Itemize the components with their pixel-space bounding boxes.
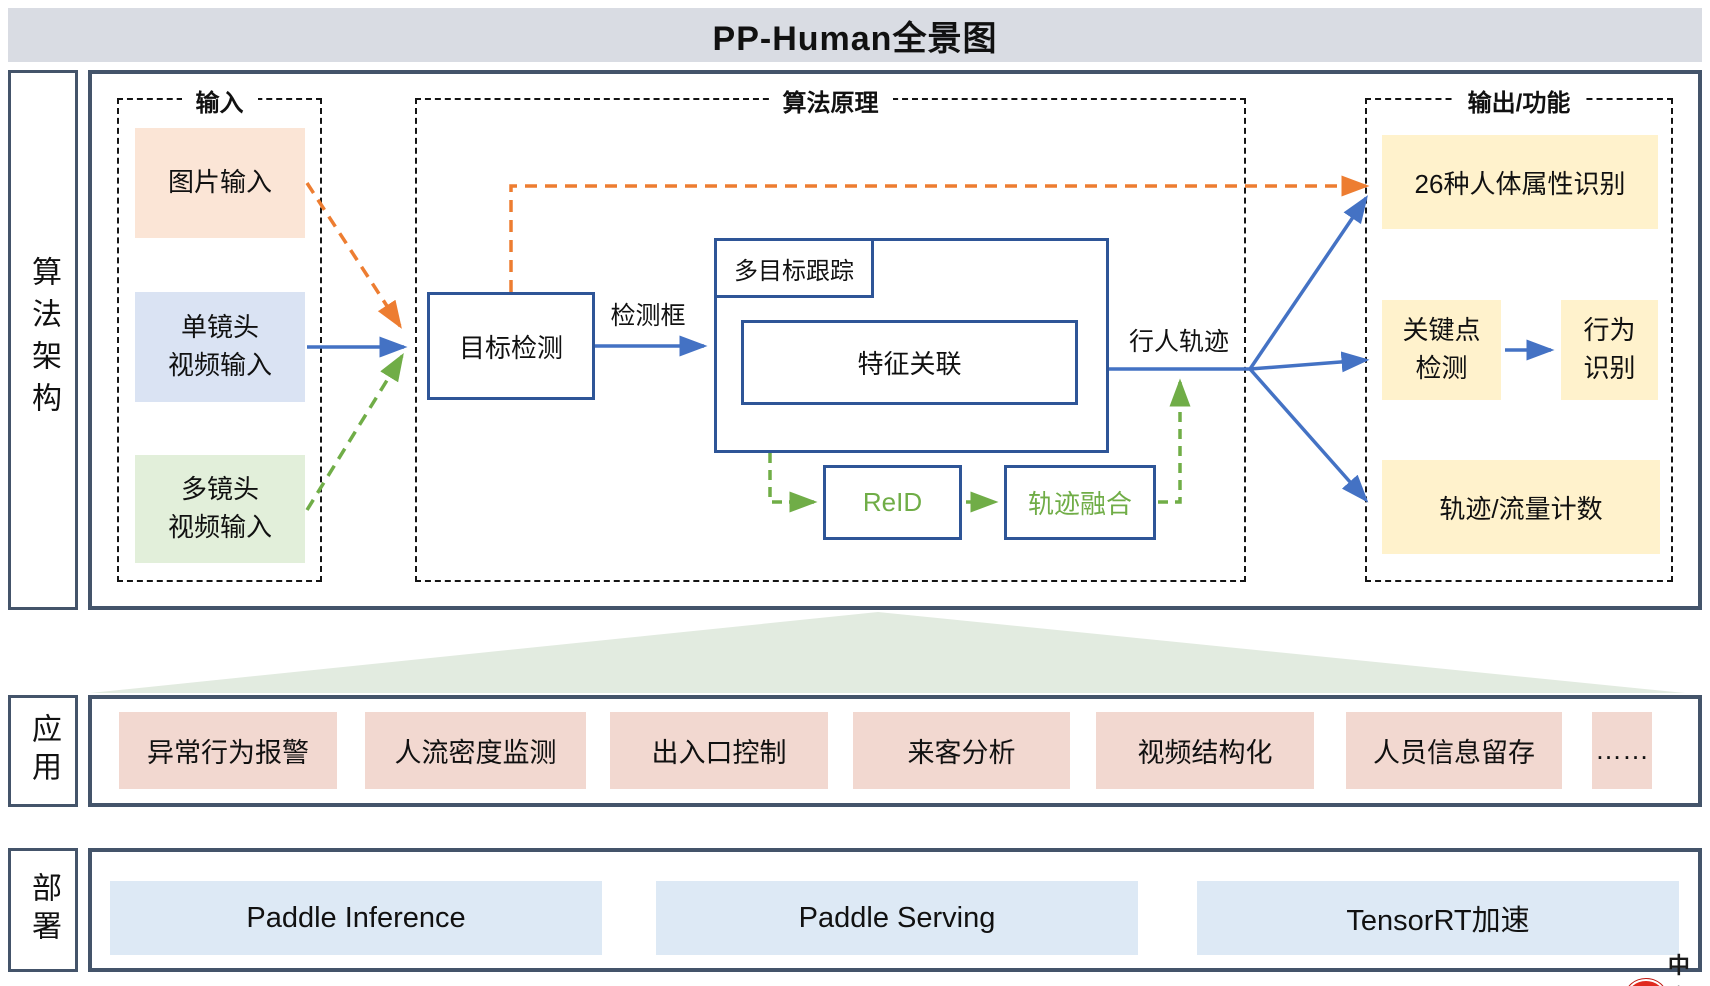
- applications-label-box: 应用: [8, 695, 78, 807]
- input-group: 输入: [117, 83, 322, 582]
- deploy-tensorrt: TensorRT加速: [1197, 881, 1679, 955]
- deploy-paddle-serving: Paddle Serving: [656, 881, 1138, 955]
- title-banner: PP-Human全景图: [8, 8, 1702, 62]
- watermark: php 中文网: [1626, 948, 1710, 986]
- input-group-title: 输入: [181, 83, 258, 118]
- track-fusion-label: 轨迹融合: [1027, 489, 1132, 519]
- detection-box-arrow-label: 检测框: [596, 296, 700, 332]
- mot-title: 多目标跟踪: [734, 257, 854, 285]
- deploy-label: Paddle Inference: [246, 901, 466, 934]
- app-label: 来客分析: [907, 738, 1016, 768]
- output-attributes-box: 26种人体属性识别: [1382, 135, 1658, 229]
- app-entrance-control: 出入口控制: [610, 712, 828, 789]
- track-output-text: 行人轨迹: [1128, 328, 1229, 356]
- page-title: PP-Human全景图: [712, 19, 998, 58]
- output-action-box: 行为 识别: [1561, 300, 1658, 400]
- input-multi-camera-box: 多镜头 视频输入: [135, 455, 305, 563]
- deploy-paddle-inference: Paddle Inference: [110, 881, 602, 955]
- watermark-text: 中文网: [1667, 953, 1690, 986]
- input-multi-camera-label: 多镜头 视频输入: [167, 474, 272, 542]
- output-keypoint-box: 关键点 检测: [1382, 300, 1501, 400]
- php-logo-icon: php: [1626, 979, 1666, 986]
- app-label: 出入口控制: [651, 738, 787, 768]
- app-label: ……: [1595, 735, 1649, 765]
- track-fusion-node: 轨迹融合: [1004, 465, 1156, 540]
- detection-output-text: 检测框: [610, 302, 686, 330]
- architecture-label: 算法架构: [27, 256, 60, 424]
- funnel-triangle: [90, 612, 1685, 693]
- pipeline-group: 算法原理: [415, 83, 1246, 582]
- architecture-label-box: 算法架构: [8, 70, 78, 610]
- app-crowd-density: 人流密度监测: [365, 712, 586, 789]
- output-group-title: 输出/功能: [1453, 83, 1585, 118]
- deploy-label: Paddle Serving: [798, 901, 996, 934]
- input-single-camera-label: 单镜头 视频输入: [167, 312, 272, 380]
- app-person-info-storage: 人员信息留存: [1346, 712, 1562, 789]
- output-attributes-label: 26种人体属性识别: [1414, 168, 1626, 199]
- app-label: 人员信息留存: [1373, 738, 1535, 768]
- app-visitor-analysis: 来客分析: [853, 712, 1070, 789]
- detection-node: 目标检测: [427, 292, 595, 400]
- output-keypoint-label: 关键点 检测: [1402, 315, 1481, 383]
- app-more: ……: [1592, 712, 1652, 789]
- deployment-label-box: 部署: [8, 848, 78, 972]
- detection-label: 目标检测: [458, 332, 563, 363]
- reid-label: ReID: [862, 487, 923, 517]
- mot-node: 多目标跟踪 特征关联: [714, 238, 1109, 453]
- output-counting-label: 轨迹/流量计数: [1439, 493, 1603, 524]
- output-counting-box: 轨迹/流量计数: [1382, 460, 1660, 554]
- app-label: 异常行为报警: [147, 738, 309, 768]
- input-image-box: 图片输入: [135, 128, 305, 238]
- deploy-label: TensorRT加速: [1346, 905, 1530, 937]
- pipeline-group-title: 算法原理: [768, 83, 893, 118]
- app-label: 人流密度监测: [394, 738, 557, 768]
- output-action-label: 行为 识别: [1583, 315, 1636, 383]
- deployment-label: 部署: [27, 872, 60, 948]
- mot-title-box: 多目标跟踪: [714, 238, 874, 298]
- app-label: 视频结构化: [1137, 738, 1273, 768]
- app-video-structuring: 视频结构化: [1096, 712, 1314, 789]
- reid-node: ReID: [823, 465, 962, 540]
- feature-assoc-node: 特征关联: [741, 320, 1078, 405]
- applications-label: 应用: [27, 713, 60, 789]
- input-image-label: 图片输入: [167, 167, 272, 198]
- app-abnormal-behavior: 异常行为报警: [119, 712, 337, 789]
- track-arrow-label: 行人轨迹: [1123, 322, 1235, 358]
- input-single-camera-box: 单镜头 视频输入: [135, 292, 305, 402]
- feature-assoc-label: 特征关联: [857, 349, 962, 379]
